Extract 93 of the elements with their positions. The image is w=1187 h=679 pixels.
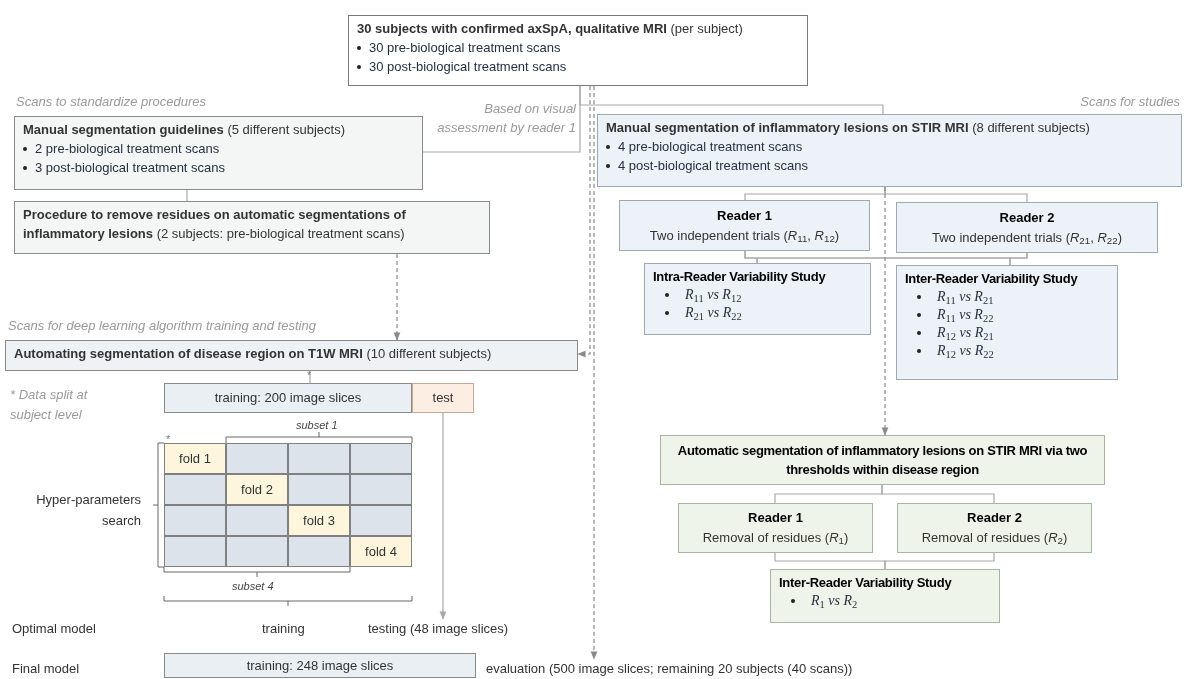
asterisk-mark: * [307,368,313,383]
footnote: * Data split at subject level [10,386,89,424]
node-subtitle: Two independent trials (R$_{21}$, R$_{22}$) [930,228,1124,248]
connector-line [884,552,995,570]
process-box [644,263,871,335]
grid-cell [350,536,412,567]
row-label: Optimal model [12,620,97,638]
bullet-item: 30 post-biological treatment scans [369,58,567,76]
grid-cell [164,443,226,474]
grid-cell [288,443,350,474]
bullet-item: R$_{11}$ vs R$_{21}$ [937,288,994,306]
cell-text: training: 248 image slices [246,656,394,675]
grid-cell [288,536,350,567]
arrow [577,85,591,358]
process-box [412,383,474,413]
column-label: training [262,620,306,638]
node-subtitle: Removal of residues (R$_{1}$) [701,529,850,548]
grid-cell [164,474,226,505]
process-box [164,383,412,413]
arrow [439,412,447,620]
process-box [896,202,1158,253]
grid-cell [164,536,226,567]
node-heading: 30 subjects with confirmed axSpA, qualitative MRI (per subject) [357,20,744,38]
subset-label: subset 1 [296,418,339,433]
node-heading: Reader 1 [747,509,804,527]
cell-text: fold 3 [303,511,335,530]
connector-line [186,189,188,202]
process-box [660,435,1105,485]
process-box [597,114,1182,187]
process-box [678,503,873,553]
node-heading: Manual segmentation guidelines (5 different subjects) [23,121,346,139]
node-heading: Reader 1 [716,206,773,225]
grid-cell [226,474,288,505]
process-box [770,569,1000,623]
bullet-item: 4 pre-biological treatment scans [618,138,803,156]
grid-cell [164,505,226,536]
node-heading: Reader 2 [966,509,1023,527]
section-note: Scans for deep learning algorithm training and testing [8,317,317,335]
grid-cell [288,474,350,505]
arrow [881,186,889,436]
process-box [619,200,870,251]
connector-line [881,484,995,504]
node-title: Automatic segmentation of inflammatory lesions on STIR MRI via two thresholds within disease region [676,442,1089,479]
arrow [590,85,598,660]
node-subtitle: Two independent trials (R$_{11}$, R$_{12}$) [648,226,841,246]
cell-text: fold 2 [241,480,273,499]
cell-text: fold 4 [365,542,397,561]
node-title: Procedure to remove residues on automatic segmentations of inflammatory lesions (2 subjects: pre-biological treatment scans) [23,206,407,243]
node-text: evaluation (500 image slices; remaining 20 subjects (40 scans)) [486,659,1046,678]
grid-cell [350,505,412,536]
bullet-item: R$_{1}$ vs R$_{2}$ [811,592,858,610]
row-label: Hyper-parameters search [35,491,141,530]
connector-line [1009,252,1028,266]
node-heading: Inter-Reader Variability Study [779,574,953,592]
connector-line [579,85,884,115]
node-text: testing (48 image slices) [368,619,543,638]
cell-text: training: 200 image slices [214,389,362,408]
grid-cell [350,443,412,474]
section-note: Scans for studies [1079,93,1180,111]
bullet-item: R$_{12}$ vs R$_{22}$ [937,342,994,360]
row-label: Final model [12,660,81,678]
process-box [164,653,476,678]
grid-cell [226,505,288,536]
process-box [5,340,578,371]
node-heading: Reader 2 [998,208,1056,227]
process-box [896,265,1118,380]
process-box [897,503,1092,553]
grid-cell [350,474,412,505]
bullet-item: R$_{11}$ vs R$_{22}$ [937,306,994,324]
asterisk-mark: * [166,432,172,447]
bullet-item: R$_{12}$ vs R$_{21}$ [937,324,994,342]
grid-cell [226,443,288,474]
bullet-item: 3 post-biological treatment scans [35,159,226,177]
bullet-item: R$_{21}$ vs R$_{22}$ [685,304,742,322]
bullet-item: 4 post-biological treatment scans [618,157,809,175]
bullet-item: 2 pre-biological treatment scans [35,140,220,158]
bullet-item: R$_{11}$ vs R$_{12}$ [685,286,742,304]
section-note: Scans to standardize procedures [16,93,208,111]
cell-text: test [432,389,454,408]
process-box [348,15,808,86]
node-title: Automating segmentation of disease region on T1W MRI (10 different subjects) [14,345,493,363]
cell-text: fold 1 [179,449,211,468]
bullet-item: 30 pre-biological treatment scans [369,39,561,57]
node-heading: Manual segmentation of inflammatory lesions on STIR MRI (8 different subjects) [606,119,1091,137]
arrow [393,253,401,341]
subset-label: subset 4 [232,579,275,594]
node-heading: Inter-Reader Variability Study [905,270,1079,288]
process-box [14,201,490,254]
process-box [14,116,423,190]
node-heading: Intra-Reader Variability Study [653,268,827,286]
grid-cell [226,536,288,567]
node-subtitle: Removal of residues (R$_{2}$) [920,529,1069,548]
grid-cell [288,505,350,536]
